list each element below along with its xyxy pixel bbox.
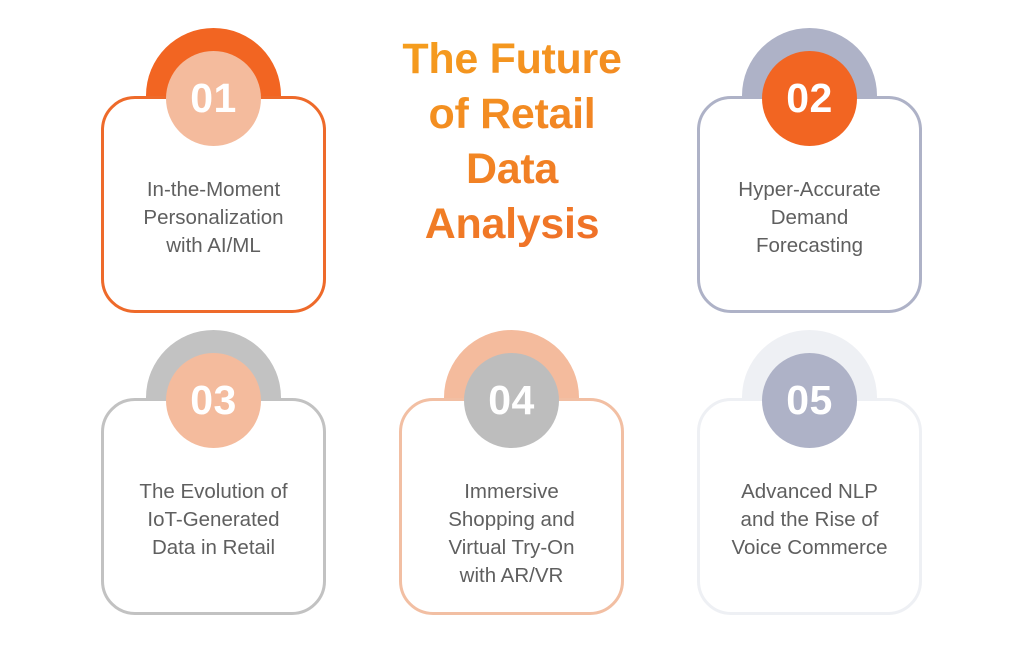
step-card-01: 01 In-the-Moment Personalization with AI… <box>101 28 326 313</box>
step-card-04: 04 Immersive Shopping and Virtual Try-On… <box>399 330 624 615</box>
description-line: In-the-Moment <box>146 178 281 201</box>
description-line: Data in Retail <box>151 536 276 559</box>
step-description: The Evolution of IoT-Generated Data in R… <box>101 478 326 562</box>
description-line: with AR/VR <box>459 564 564 587</box>
description-line: Virtual Try-On <box>448 536 575 559</box>
description-line: Immersive <box>464 480 559 503</box>
step-description: In-the-Moment Personalization with AI/ML <box>101 176 326 260</box>
description-line: Demand <box>770 206 849 229</box>
step-card-05: 05 Advanced NLP and the Rise of Voice Co… <box>697 330 922 615</box>
description-line: with AI/ML <box>166 234 261 257</box>
step-number-badge: 02 <box>762 51 857 146</box>
step-description: Advanced NLP and the Rise of Voice Comme… <box>697 478 922 562</box>
description-line: and the Rise of <box>740 508 879 531</box>
description-line: The Evolution of <box>139 480 288 503</box>
step-description: Hyper-Accurate Demand Forecasting <box>697 176 922 260</box>
description-line: Personalization <box>143 206 284 229</box>
description-line: Advanced NLP <box>741 480 878 503</box>
step-number-badge: 04 <box>464 353 559 448</box>
description-line: Hyper-Accurate <box>738 178 881 201</box>
description-line: Forecasting <box>755 234 864 257</box>
step-card-03: 03 The Evolution of IoT-Generated Data i… <box>101 330 326 615</box>
title-line: of Retail <box>428 90 596 138</box>
step-description: Immersive Shopping and Virtual Try-On wi… <box>399 478 624 590</box>
title-line: Data <box>465 145 558 193</box>
title-line: Analysis <box>424 200 600 248</box>
title-line: The Future <box>402 35 622 83</box>
description-line: Shopping and <box>448 508 575 531</box>
step-number-badge: 03 <box>166 353 261 448</box>
description-line: IoT-Generated <box>147 508 280 531</box>
step-number-badge: 01 <box>166 51 261 146</box>
page-title: The Future of Retail Data Analysis <box>372 32 652 252</box>
step-number-badge: 05 <box>762 353 857 448</box>
description-line: Voice Commerce <box>731 536 888 559</box>
step-card-02: 02 Hyper-Accurate Demand Forecasting <box>697 28 922 313</box>
